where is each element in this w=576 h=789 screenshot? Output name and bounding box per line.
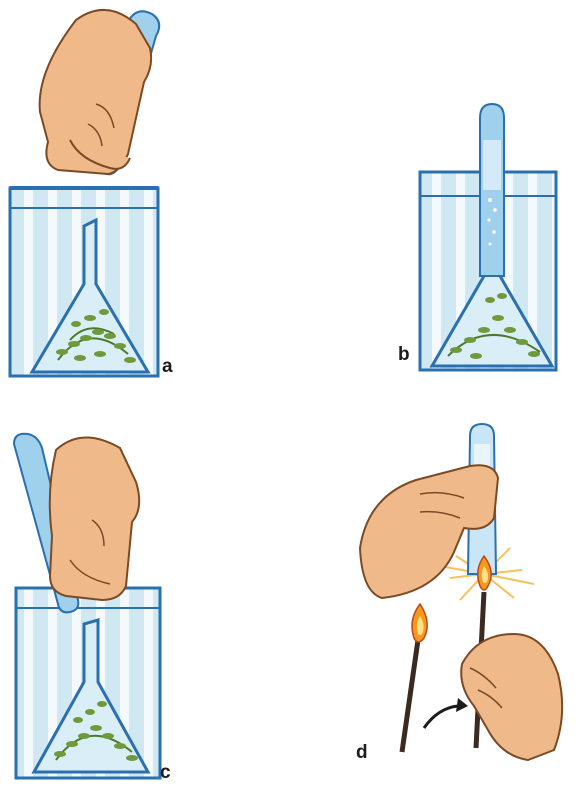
panel-label-a: a [162,356,173,377]
panel-label-c: c [160,762,171,783]
test-tube-icon [480,104,504,276]
panel-c: c [14,434,171,783]
arrow-icon [424,698,468,728]
panel-d: d [356,424,562,763]
panel-b: b [398,104,556,370]
hand-icon [40,10,152,174]
wooden-splint-icon [402,640,418,752]
panel-label-b: b [398,344,410,365]
hand-icon [50,437,139,600]
panel-a: a [10,10,173,377]
flame-icon [412,604,427,642]
panel-label-d: d [356,742,368,763]
